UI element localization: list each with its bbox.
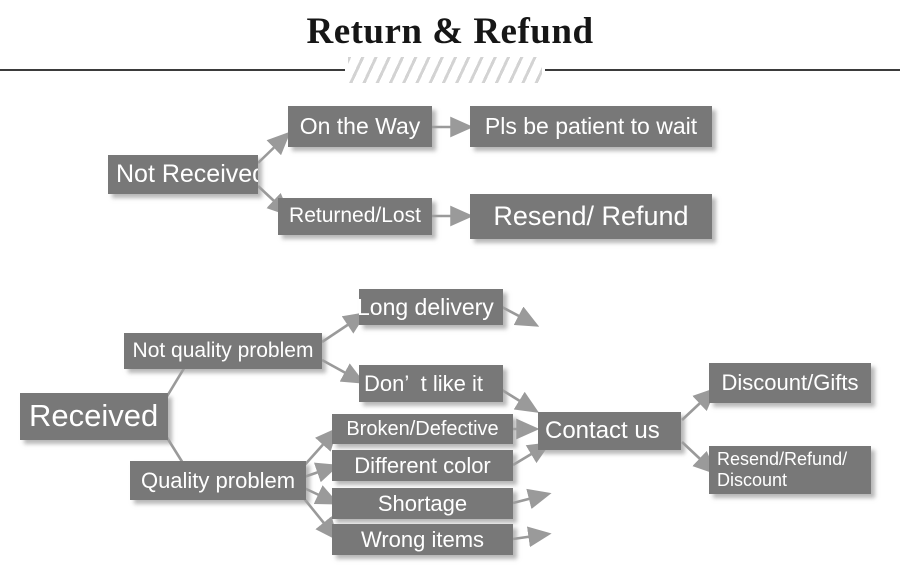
arrow-not-received-to-on-the-way bbox=[257, 131, 291, 164]
node-returned-lost-label: Returned/Lost bbox=[289, 204, 421, 228]
node-different-color[interactable]: Different color bbox=[332, 450, 513, 481]
node-resend-refund-discount-label: Resend/Refund/ Discount bbox=[717, 449, 848, 490]
arrow-wrong-items-to-contact-us bbox=[512, 526, 552, 548]
node-long-delivery[interactable]: Long delivery bbox=[359, 289, 503, 325]
node-contact-us-label: Contact us bbox=[545, 417, 660, 445]
node-contact-us[interactable]: Contact us bbox=[538, 412, 681, 450]
arrow-not-quality-to-dont-like bbox=[321, 358, 366, 384]
node-dont-like-it-label: Don’ t like it bbox=[364, 370, 484, 396]
node-quality-problem[interactable]: Quality problem bbox=[130, 461, 306, 500]
node-pls-be-patient-to-wait-label: Pls be patient to wait bbox=[484, 113, 698, 140]
arrow-long-delivery-to-contact-us bbox=[499, 304, 540, 327]
page-title: Return & Refund bbox=[306, 11, 594, 52]
arrow-shortage-to-contact-us bbox=[512, 488, 552, 509]
node-received-label: Received bbox=[29, 398, 159, 434]
node-not-quality-problem[interactable]: Not quality problem bbox=[124, 333, 322, 369]
node-resend-refund-label: Resend/ Refund bbox=[493, 201, 689, 232]
node-shortage-label: Shortage bbox=[377, 490, 468, 516]
node-broken-defective-label: Broken/Defective bbox=[346, 417, 499, 440]
node-not-received[interactable]: Not Received bbox=[108, 155, 258, 194]
divider-line-right bbox=[545, 69, 900, 71]
arrow-not-quality-to-long-delivery bbox=[321, 311, 368, 344]
node-not-quality-problem-label: Not quality problem bbox=[132, 338, 314, 362]
node-long-delivery-label: Long delivery bbox=[359, 293, 494, 320]
node-broken-defective[interactable]: Broken/Defective bbox=[332, 414, 513, 444]
node-resend-refund-discount[interactable]: Resend/Refund/ Discount bbox=[709, 446, 871, 494]
diagonal-hatch-divider-icon bbox=[348, 57, 542, 83]
node-resend-refund[interactable]: Resend/ Refund bbox=[470, 194, 712, 239]
arrow-dont-like-to-contact-us bbox=[501, 388, 540, 413]
node-on-the-way[interactable]: On the Way bbox=[288, 106, 432, 147]
arrow-quality-to-broken bbox=[301, 427, 339, 469]
node-shortage[interactable]: Shortage bbox=[332, 488, 513, 519]
node-dont-like-it[interactable]: Don’ t like it bbox=[359, 365, 503, 402]
divider-line-left bbox=[0, 69, 345, 71]
arrow-quality-to-wrong-items bbox=[300, 495, 339, 541]
node-not-received-label: Not Received bbox=[116, 160, 258, 189]
node-wrong-items-label: Wrong items bbox=[360, 526, 485, 552]
node-wrong-items[interactable]: Wrong items bbox=[332, 524, 513, 555]
node-received[interactable]: Received bbox=[20, 393, 168, 440]
node-discount-gifts-label: Discount/Gifts bbox=[721, 370, 859, 396]
line-received-to-not-quality bbox=[164, 364, 188, 399]
node-on-the-way-label: On the Way bbox=[299, 113, 421, 140]
node-discount-gifts[interactable]: Discount/Gifts bbox=[709, 363, 871, 403]
node-quality-problem-label: Quality problem bbox=[140, 467, 296, 493]
node-different-color-label: Different color bbox=[354, 452, 491, 478]
node-pls-be-patient-to-wait[interactable]: Pls be patient to wait bbox=[470, 106, 712, 147]
node-returned-lost[interactable]: Returned/Lost bbox=[278, 198, 432, 235]
